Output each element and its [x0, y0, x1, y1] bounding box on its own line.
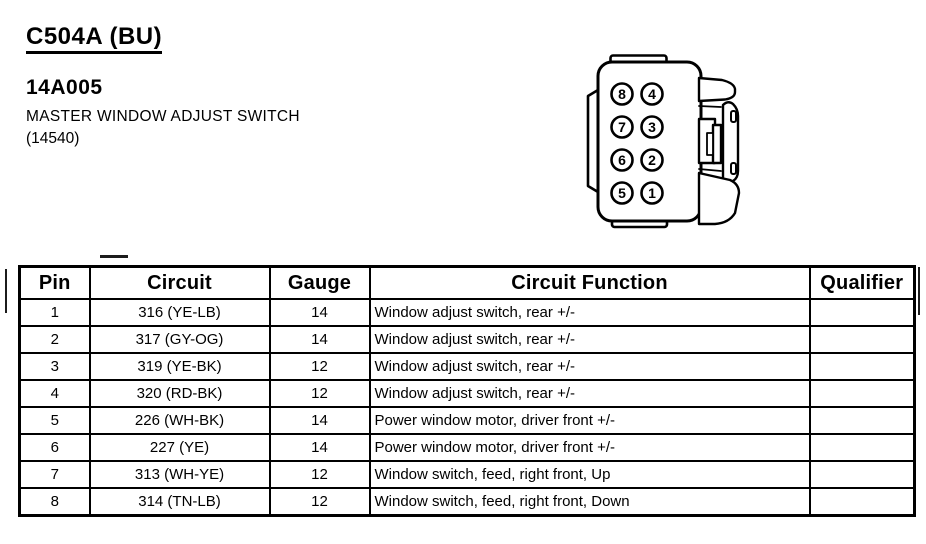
pin-cavity-4: 4 — [640, 82, 664, 106]
cell-pin: 2 — [18, 325, 91, 354]
pin-cavity-6: 6 — [610, 148, 634, 172]
cell-circuit: 320 (RD-BK) — [88, 379, 271, 408]
cell-circuit: 317 (GY-OG) — [88, 325, 271, 354]
cell-pin: 7 — [18, 460, 91, 489]
cell-gauge: 12 — [268, 460, 371, 489]
table-row-1: 1 316 (YE-LB) 14 Window adjust switch, r… — [18, 298, 916, 327]
pin-cavities: 8 4 7 3 6 2 5 — [610, 82, 664, 205]
cell-function: Window switch, feed, right front, Down — [368, 487, 811, 517]
cell-gauge: 12 — [268, 487, 371, 517]
cell-function: Power window motor, driver front +/- — [368, 406, 811, 435]
cell-qualifier — [808, 379, 916, 408]
col-header-qualifier: Qualifier — [808, 265, 916, 300]
cell-qualifier — [808, 298, 916, 327]
cell-function: Window adjust switch, rear +/- — [368, 379, 811, 408]
pin-cavity-3: 3 — [640, 115, 664, 139]
scan-artifact-line — [918, 267, 920, 315]
cell-gauge: 12 — [268, 379, 371, 408]
table-row-3: 3 319 (YE-BK) 12 Window adjust switch, r… — [18, 352, 916, 381]
cell-gauge: 14 — [268, 406, 371, 435]
col-header-pin: Pin — [18, 265, 91, 300]
connector-id-heading: C504A (BU) — [26, 24, 163, 55]
table-row-4: 4 320 (RD-BK) 12 Window adjust switch, r… — [18, 379, 916, 408]
pin-number: 2 — [648, 152, 656, 168]
cell-pin: 3 — [18, 352, 91, 381]
table-header-row: Pin Circuit Gauge Circuit Function Quali… — [18, 265, 916, 300]
cell-gauge: 14 — [268, 433, 371, 462]
pinout-table: Pin Circuit Gauge Circuit Function Quali… — [18, 265, 916, 517]
cell-pin: 8 — [18, 487, 91, 517]
cell-pin: 5 — [18, 406, 91, 435]
cell-function: Window adjust switch, rear +/- — [368, 298, 811, 327]
cell-qualifier — [808, 460, 916, 489]
cell-pin: 1 — [18, 298, 91, 327]
cell-gauge: 14 — [268, 325, 371, 354]
title-block: C504A (BU) 14A005 MASTER WINDOW ADJUST S… — [26, 24, 300, 148]
component-name: MASTER WINDOW ADJUST SWITCH — [26, 108, 300, 126]
pin-number: 4 — [648, 86, 656, 102]
cell-gauge: 12 — [268, 352, 371, 381]
cell-function: Power window motor, driver front +/- — [368, 433, 811, 462]
pin-number: 1 — [648, 185, 656, 201]
table-row-7: 7 313 (WH-YE) 12 Window switch, feed, ri… — [18, 460, 916, 489]
pin-cavity-8: 8 — [610, 82, 634, 106]
cell-circuit: 319 (YE-BK) — [88, 352, 271, 381]
cell-circuit: 313 (WH-YE) — [88, 460, 271, 489]
pin-number: 7 — [618, 119, 626, 135]
connector-diagram: 8 4 7 3 6 2 5 — [586, 54, 741, 229]
cell-circuit: 314 (TN-LB) — [88, 487, 271, 517]
cell-qualifier — [808, 433, 916, 462]
cell-qualifier — [808, 325, 916, 354]
cell-qualifier — [808, 352, 916, 381]
cell-pin: 4 — [18, 379, 91, 408]
col-header-function: Circuit Function — [368, 265, 811, 300]
pin-number: 6 — [618, 152, 626, 168]
table-row-6: 6 227 (YE) 14 Power window motor, driver… — [18, 433, 916, 462]
cell-qualifier — [808, 487, 916, 517]
scan-artifact-dash — [100, 255, 128, 258]
pin-number: 3 — [648, 119, 656, 135]
col-header-gauge: Gauge — [268, 265, 371, 300]
cell-function: Window adjust switch, rear +/- — [368, 352, 811, 381]
pin-cavity-5: 5 — [610, 181, 634, 205]
pin-number: 5 — [618, 185, 626, 201]
table-row-2: 2 317 (GY-OG) 14 Window adjust switch, r… — [18, 325, 916, 354]
cell-function: Window adjust switch, rear +/- — [368, 325, 811, 354]
cell-function: Window switch, feed, right front, Up — [368, 460, 811, 489]
cell-circuit: 316 (YE-LB) — [88, 298, 271, 327]
pin-cavity-1: 1 — [640, 181, 664, 205]
cell-qualifier — [808, 406, 916, 435]
pin-cavity-2: 2 — [640, 148, 664, 172]
pin-number: 8 — [618, 86, 626, 102]
pin-cavity-7: 7 — [610, 115, 634, 139]
table-row-8: 8 314 (TN-LB) 12 Window switch, feed, ri… — [18, 487, 916, 517]
scan-artifact-line — [5, 269, 7, 313]
component-code: (14540) — [26, 129, 80, 147]
col-header-circuit: Circuit — [88, 265, 271, 300]
part-number: 14A005 — [26, 76, 103, 100]
cell-pin: 6 — [18, 433, 91, 462]
cell-gauge: 14 — [268, 298, 371, 327]
table-row-5: 5 226 (WH-BK) 14 Power window motor, dri… — [18, 406, 916, 435]
connector-right-latch — [697, 76, 741, 226]
cell-circuit: 227 (YE) — [88, 433, 271, 462]
cell-circuit: 226 (WH-BK) — [88, 406, 271, 435]
